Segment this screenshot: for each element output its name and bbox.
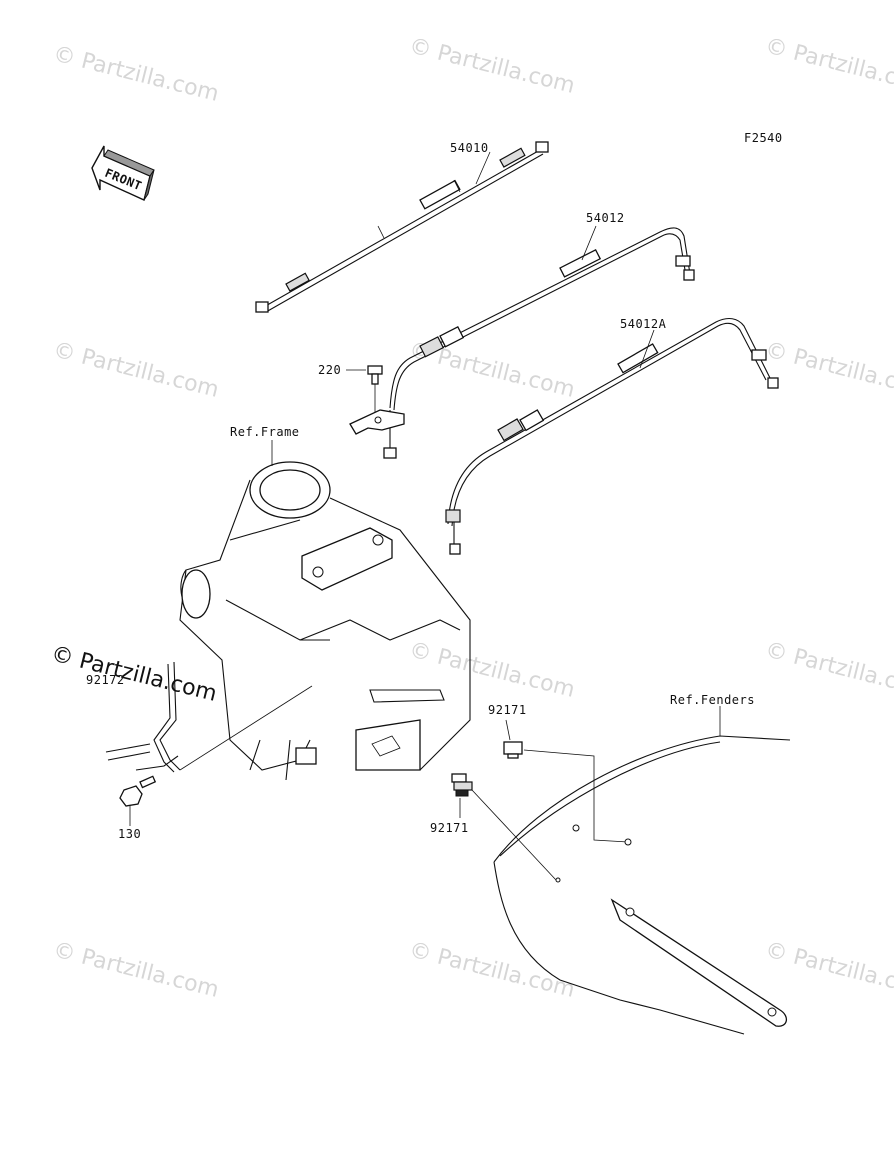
fender-reference xyxy=(493,735,791,1035)
watermark: © Partzilla.com xyxy=(763,638,894,703)
watermark-dark: © Partzilla.com xyxy=(49,642,220,707)
leader-line xyxy=(179,685,313,771)
cable-54010[interactable] xyxy=(255,141,549,313)
leader-line xyxy=(475,151,491,185)
clip-92171-upper[interactable] xyxy=(503,741,523,759)
cable-54012[interactable] xyxy=(383,227,695,459)
part-number-130[interactable]: 130 xyxy=(118,827,141,841)
watermark: © Partzilla.com xyxy=(407,938,578,1003)
diagram-code: F2540 xyxy=(744,131,783,145)
watermark: © Partzilla.com xyxy=(51,938,222,1003)
leader-line xyxy=(505,719,511,741)
leader-line xyxy=(581,225,597,261)
part-number-92172[interactable]: 92172 xyxy=(86,673,125,687)
cable-bracket xyxy=(349,409,405,435)
clamp-92172[interactable] xyxy=(105,661,181,773)
part-number-220[interactable]: 220 xyxy=(318,363,341,377)
part-number-54012a[interactable]: 54012A xyxy=(620,317,667,331)
ref-fenders-label[interactable]: Ref.Fenders xyxy=(670,693,755,707)
frame-reference xyxy=(179,461,471,781)
part-number-54012[interactable]: 54012 xyxy=(586,211,625,225)
watermark: © Partzilla.com xyxy=(51,338,222,403)
watermark: © Partzilla.com xyxy=(763,938,894,1003)
ref-frame-label[interactable]: Ref.Frame xyxy=(230,425,300,439)
front-arrow-icon: FRONT xyxy=(91,145,155,201)
part-number-92171-upper[interactable]: 92171 xyxy=(488,703,527,717)
watermark: © Partzilla.com xyxy=(407,638,578,703)
leader-line xyxy=(471,789,557,881)
watermark: © Partzilla.com xyxy=(763,338,894,403)
cable-54012a[interactable] xyxy=(445,317,779,555)
leader-line xyxy=(639,329,655,369)
watermark-layer: © Partzilla.com © Partzilla.com © Partzi… xyxy=(51,34,894,1003)
watermark: © Partzilla.com xyxy=(407,34,578,99)
leader-line xyxy=(523,749,629,843)
bolt-220[interactable] xyxy=(367,365,383,412)
watermark: © Partzilla.com xyxy=(51,42,222,107)
part-number-54010[interactable]: 54010 xyxy=(450,141,489,155)
part-number-92171-lower[interactable]: 92171 xyxy=(430,821,469,835)
clip-92171-lower[interactable] xyxy=(451,773,473,797)
bolt-130[interactable] xyxy=(119,775,157,807)
watermark: © Partzilla.com xyxy=(763,34,894,99)
